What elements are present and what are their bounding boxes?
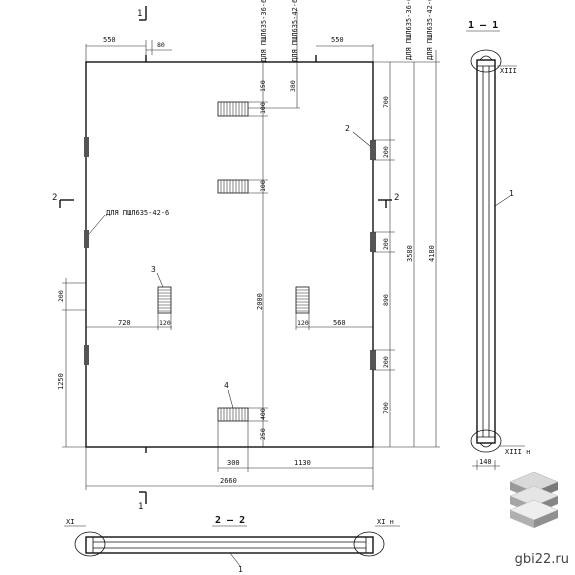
mark-xi-n: XI н — [377, 518, 394, 526]
dim-r200a: 200 — [382, 146, 390, 158]
section-2-2-view — [74, 531, 385, 557]
dim-120b: 120 — [297, 319, 309, 327]
plate-middle — [217, 179, 249, 194]
dim-r200c: 200 — [382, 356, 390, 368]
dim-top-80: 80 — [157, 41, 165, 49]
right-embed-2 — [370, 232, 376, 252]
dim-120a: 120 — [159, 319, 171, 327]
dim-380: 380 — [289, 80, 297, 92]
dim-r700b: 700 — [382, 402, 390, 414]
section-title-1-1: 1 – 1 — [468, 20, 498, 31]
svg-text:2: 2 — [394, 193, 399, 203]
plate-bottom — [217, 407, 249, 422]
dim-100b: 100 — [259, 180, 267, 192]
dim-250: 250 — [259, 428, 267, 440]
dim-r4180: 4180 — [428, 245, 436, 262]
panel-outline — [85, 61, 374, 448]
svg-text:1: 1 — [137, 9, 142, 19]
dim-r200b: 200 — [382, 238, 390, 250]
plate-top — [217, 101, 249, 117]
dim-r3580: 3580 — [406, 245, 414, 262]
callout-1-section: 1 — [509, 189, 514, 198]
right-embed-1 — [370, 140, 376, 160]
dim-left-1250: 1250 — [57, 373, 65, 390]
dim-top-right: 550 — [331, 36, 344, 44]
note-right-a: ДЛЯ ПШЛ635-36-6 — [405, 0, 413, 60]
dim-720: 720 — [118, 319, 131, 327]
dim-2000: 2000 — [256, 293, 264, 310]
dim-150: 150 — [259, 80, 267, 92]
dim-140: 140 — [479, 458, 492, 466]
plate-vertical-right — [295, 286, 310, 314]
svg-text:2: 2 — [52, 193, 57, 203]
section-mark-1-bottom: 1 — [138, 491, 147, 512]
dim-400: 400 — [259, 408, 267, 420]
dim-560: 560 — [333, 319, 346, 327]
section-title-2-2: 2 – 2 — [215, 515, 245, 526]
watermark: gbi22.ru — [514, 552, 569, 567]
left-embed-2 — [84, 230, 89, 248]
mark-xi: XI — [66, 518, 74, 526]
dim-top-left: 550 — [103, 36, 116, 44]
dim-100a: 100 — [259, 102, 267, 114]
mark-xiii-n: XIII н — [505, 448, 530, 456]
section-mark-1-top: 1 — [137, 6, 147, 21]
svg-text:1: 1 — [138, 502, 143, 512]
note-left: ДЛЯ ПШЛ635-42-6 — [106, 209, 169, 217]
section-1-1-view — [470, 49, 502, 453]
callout-4: 4 — [224, 381, 229, 390]
dim-2660: 2660 — [220, 477, 237, 485]
dim-left-200: 200 — [57, 290, 65, 302]
note-right-b: ДЛЯ ПШЛ635-42-6 — [426, 0, 434, 60]
callout-3: 3 — [151, 265, 156, 274]
logo-cubes-icon — [509, 471, 559, 528]
left-embed-3 — [84, 345, 89, 365]
dim-1130: 1130 — [294, 459, 311, 467]
left-embed-1 — [84, 137, 89, 157]
right-embed-3 — [370, 350, 376, 370]
note-top-left: ДЛЯ ПШЛ635-36-6 — [260, 0, 268, 62]
plate-vertical-left — [157, 286, 172, 314]
callout-2: 2 — [345, 124, 350, 133]
dim-r890: 890 — [382, 294, 390, 306]
callout-1-section-2: 1 — [238, 565, 243, 574]
note-top-right: ДЛЯ ПШЛ635-42-6 — [291, 0, 299, 62]
dim-300: 300 — [227, 459, 240, 467]
section-mark-2-right: 2 — [378, 193, 399, 208]
mark-xiii: XIII — [500, 67, 517, 75]
dim-r700a: 700 — [382, 96, 390, 108]
section-mark-2-left: 2 — [52, 193, 74, 208]
